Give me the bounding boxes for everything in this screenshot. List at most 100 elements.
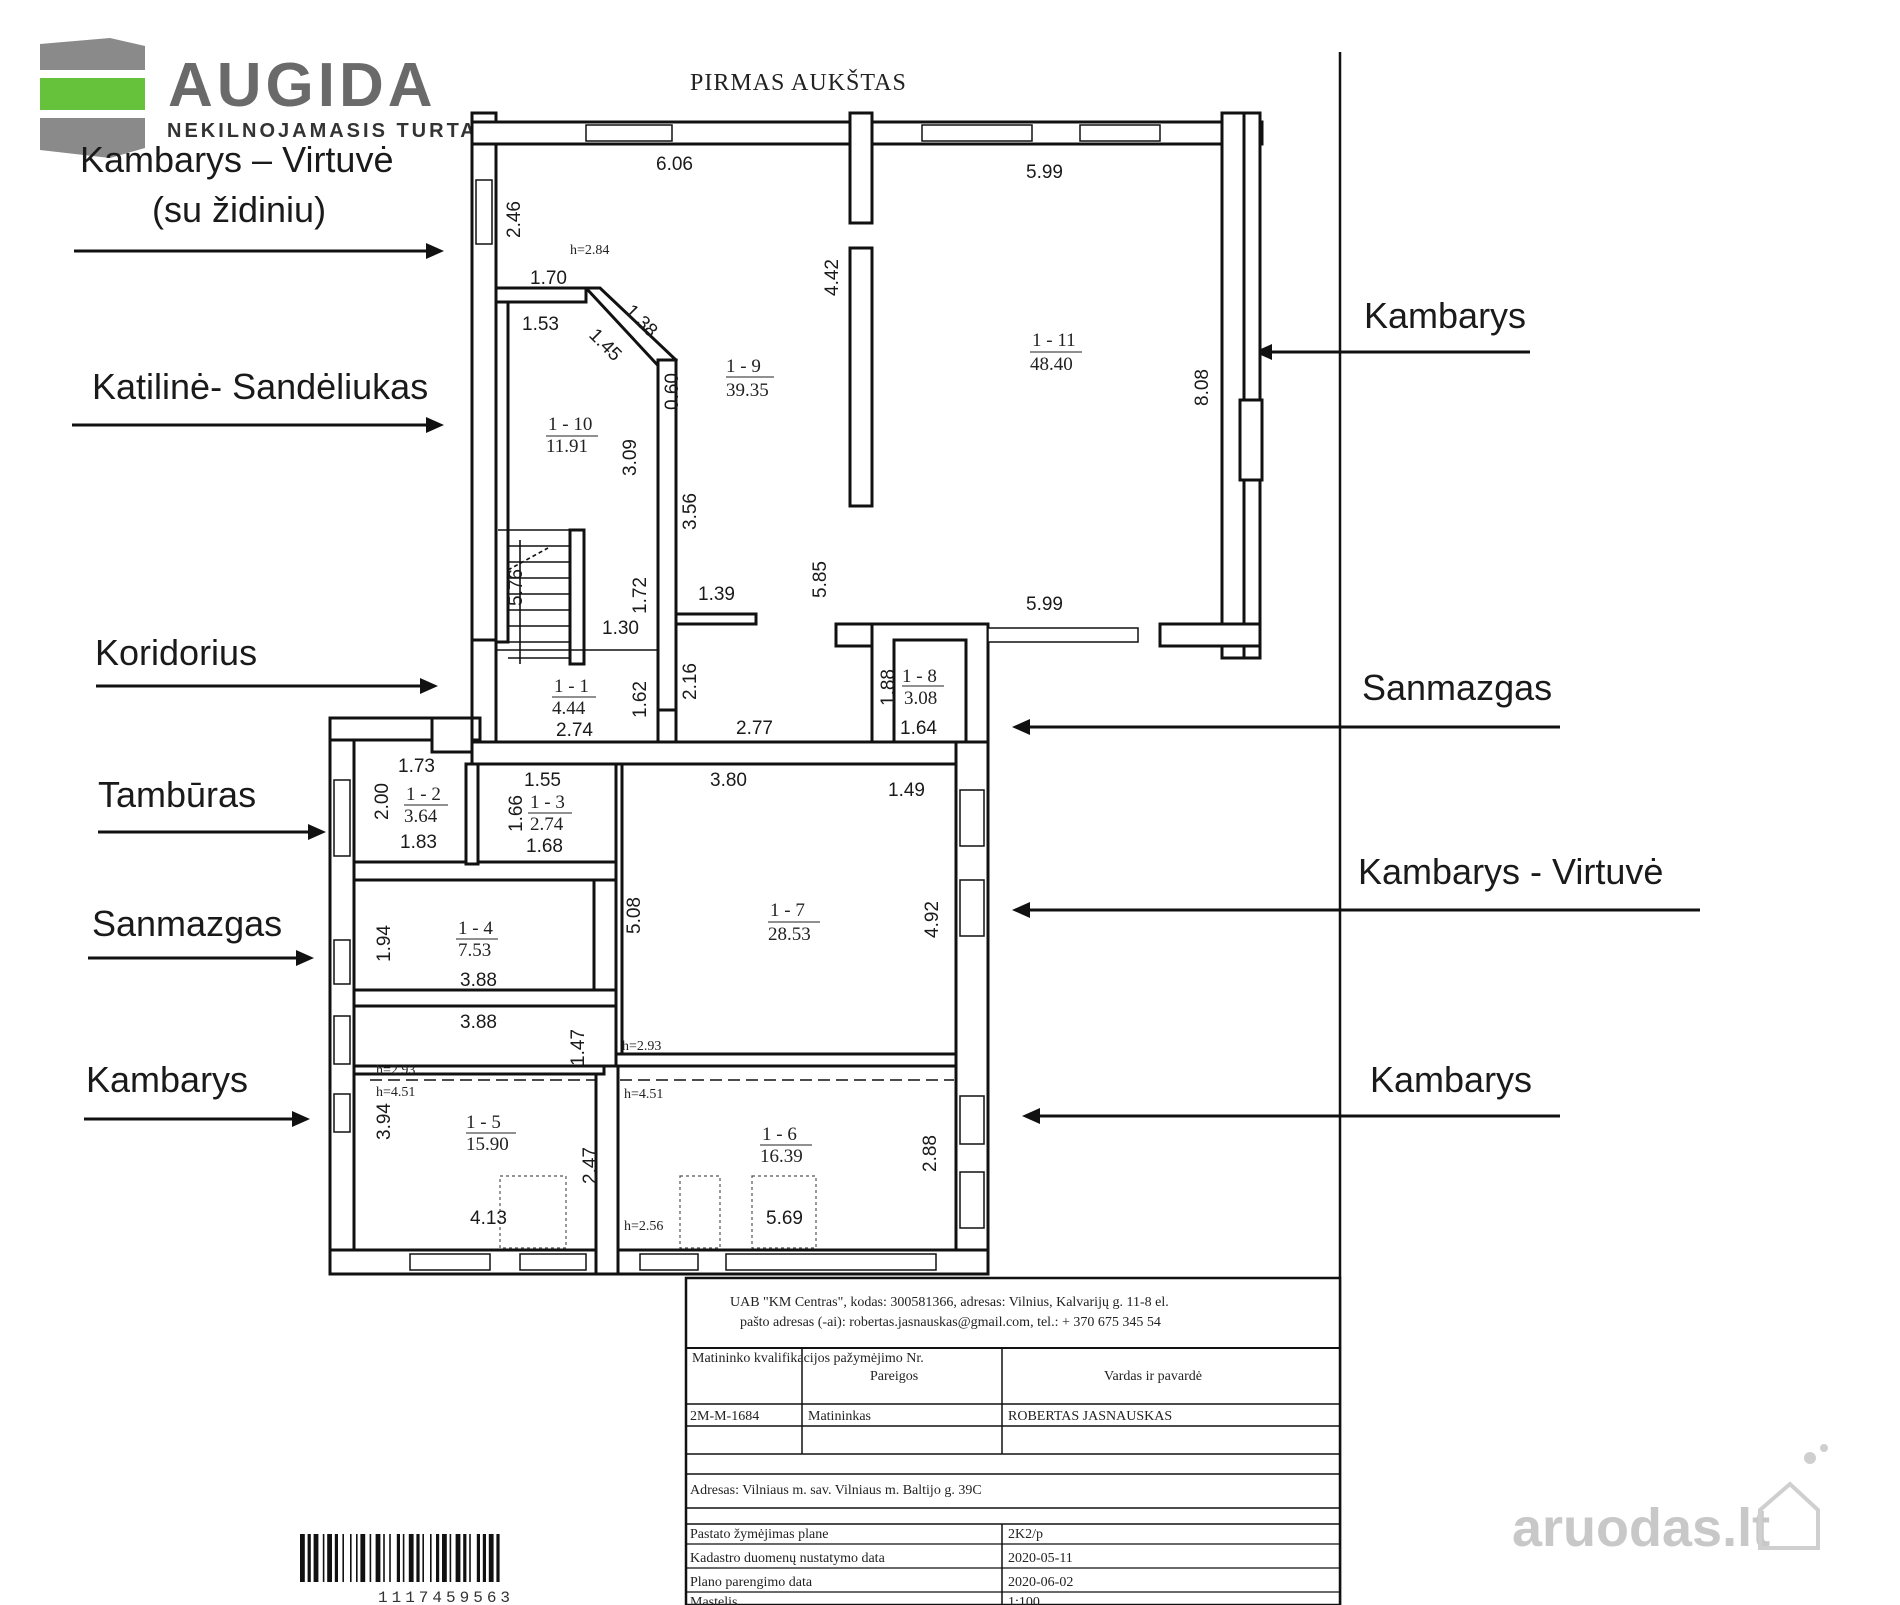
window (1079, 124, 1161, 142)
arrow-head-right-icon (292, 1111, 310, 1127)
wall (1242, 111, 1262, 660)
room-area: 2.74 (530, 814, 564, 835)
label-kambarys-right-bottom: Kambarys (1370, 1059, 1532, 1100)
height: h=2.56 (624, 1219, 663, 1234)
window (639, 1253, 699, 1271)
barcode-bar (463, 1534, 467, 1582)
col-header-name: Vardas ir pavardė (1104, 1369, 1202, 1384)
dimension: 1.68 (526, 836, 563, 857)
label-su-zidiniu: (su židiniu) (152, 189, 326, 230)
row-label: Kadastro duomenų nustatymo data (690, 1551, 886, 1566)
dimension: 1.39 (698, 584, 735, 605)
label-sanmazgas-right: Sanmazgas (1362, 667, 1552, 708)
dimension: 1.30 (602, 618, 639, 639)
room-area: 3.08 (904, 688, 937, 709)
room-id: 1 - 5 (466, 1112, 501, 1133)
watermark-text: aruodas.lt (1512, 1498, 1770, 1558)
barcode-bar (300, 1534, 305, 1582)
wall (592, 878, 618, 1002)
barcode-bar (356, 1534, 358, 1582)
surveyor-name: ROBERTAS JASNAUSKAS (1008, 1409, 1172, 1424)
dimension: 5.85 (810, 561, 831, 598)
window (585, 124, 673, 142)
dimension: 1.47 (568, 1029, 589, 1066)
label-kambarys-virtuve-zidinys: Kambarys – Virtuvė (80, 139, 393, 180)
col-header-license: Matininko kvalifikacijos pažymėjimo Nr. (692, 1351, 924, 1366)
barcode-bar (455, 1534, 461, 1582)
window (333, 779, 351, 857)
wall (1220, 111, 1246, 660)
dimension: 1.45 (584, 325, 625, 366)
dimension: 3.80 (710, 770, 747, 791)
barcode-bar (383, 1534, 385, 1582)
barcode-bar (496, 1534, 500, 1582)
barcode-bar (488, 1534, 494, 1582)
window (959, 879, 985, 937)
wall (352, 988, 618, 1008)
room-id: 1 - 1 (554, 676, 589, 697)
arrow-head-right-icon (426, 243, 444, 259)
barcode-bar (449, 1534, 452, 1582)
arrow-head-right-icon (426, 417, 444, 433)
dimension: 4.92 (922, 901, 943, 938)
property-address: Adresas: Vilniaus m. sav. Vilniaus m. Ba… (690, 1483, 982, 1498)
window (409, 1253, 491, 1271)
company-line-2: pašto adresas (-ai): robertas.jasnauskas… (740, 1315, 1161, 1330)
barcode-bar (430, 1534, 432, 1582)
augida-logo: AUGIDA NEKILNOJAMASIS TURTAS (40, 38, 494, 158)
row-label: Plano parengimo data (690, 1575, 813, 1590)
furniture-outline (499, 1175, 567, 1249)
barcode-bar (442, 1534, 447, 1582)
staircase (507, 540, 570, 664)
room-id: 1 - 8 (902, 666, 937, 687)
row-label: Pastato žymėjimas plane (690, 1527, 828, 1542)
room-area: 7.53 (458, 940, 491, 961)
barcode-bar (476, 1534, 480, 1582)
room-id: 1 - 10 (548, 414, 592, 435)
title-block-frame (684, 1276, 1342, 1605)
dimension: 5.08 (624, 897, 645, 934)
room-area: 4.44 (552, 698, 586, 719)
barcode-bar (322, 1534, 325, 1582)
wall (848, 246, 874, 508)
dimension: 1.55 (524, 770, 561, 791)
dimension: 5.76 (506, 569, 527, 606)
label-katiline-sandeliukas: Katilinė- Sandėliukas (92, 366, 428, 407)
dimension: 2.77 (736, 718, 773, 739)
dimension: 5.99 (1026, 162, 1063, 183)
window (725, 1253, 937, 1271)
room-1-8-box (892, 638, 968, 748)
wall (494, 286, 588, 304)
wall (656, 358, 678, 712)
surveyor-position: Matininkas (808, 1409, 871, 1424)
barcode-bar (327, 1534, 332, 1582)
window (475, 179, 493, 245)
arrow-head-left-icon (1012, 902, 1030, 918)
barcode-bar (469, 1534, 471, 1582)
label-kambarys-right-top: Kambarys (1364, 295, 1526, 336)
barcode-bar (389, 1534, 391, 1582)
room-area: 28.53 (768, 924, 811, 945)
arrow-head-right-icon (296, 950, 314, 966)
room-area: 39.35 (726, 380, 769, 401)
floor-title: PIRMAS AUKŠTAS (690, 69, 907, 96)
dimension: 2.88 (920, 1135, 941, 1172)
furniture-outline (751, 1175, 817, 1249)
window (333, 1093, 351, 1133)
aruodas-watermark: aruodas.lt (1512, 1444, 1828, 1558)
smoke-dot-icon (1804, 1452, 1816, 1464)
label-sanmazgas-left: Sanmazgas (92, 903, 282, 944)
arrow-head-left-icon (1022, 1108, 1040, 1124)
label-kambarys-left: Kambarys (86, 1059, 248, 1100)
smoke-dot-icon (1820, 1444, 1828, 1452)
dimension: 4.13 (470, 1208, 507, 1229)
window (959, 1171, 985, 1229)
wall (674, 612, 758, 626)
window (959, 789, 985, 847)
room-id: 1 - 7 (770, 900, 805, 921)
dimension: 1.53 (522, 314, 559, 335)
logo-tagline: NEKILNOJAMASIS TURTAS (167, 120, 494, 142)
barcode-bar (360, 1534, 366, 1582)
height: h=2.93 (376, 1063, 415, 1078)
